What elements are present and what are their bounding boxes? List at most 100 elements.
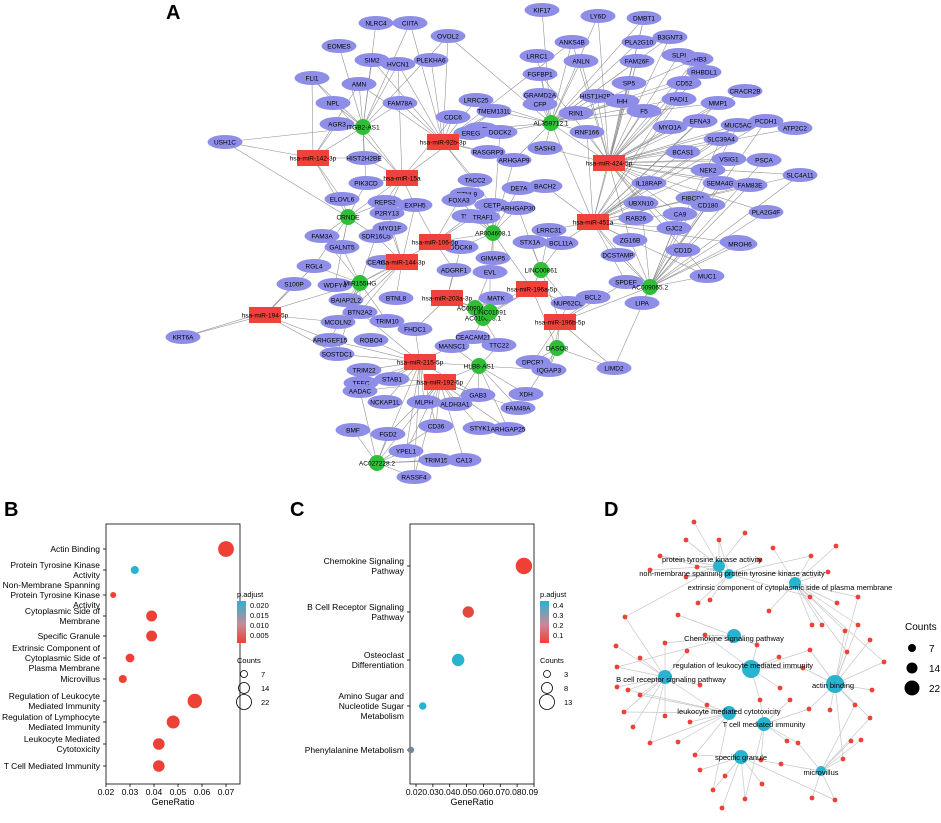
mrna-node-bcl2: BCL2 bbox=[575, 290, 611, 304]
dot-extrinsic-component-of-cytoplasmic-side-of-plasma-membrane bbox=[125, 653, 135, 663]
network-edge bbox=[797, 742, 822, 772]
gene-node bbox=[719, 805, 725, 811]
category-label-actin-binding: Actin Binding bbox=[50, 544, 100, 554]
term-label-regulation-of-leukocyte-mediated-immunity: regulation of leukocyte mediated immunit… bbox=[673, 661, 813, 670]
network-edge bbox=[728, 559, 761, 575]
mrna-label: MUC5AC bbox=[724, 122, 752, 129]
mrna-ellipse bbox=[380, 57, 416, 71]
network-edge bbox=[592, 221, 708, 277]
gene-node bbox=[778, 761, 784, 767]
mrna-ellipse bbox=[207, 135, 243, 149]
mrna-label: PIK3CD bbox=[354, 180, 378, 187]
mrna-node-pik3cd: PIK3CD bbox=[348, 176, 384, 190]
gene-node bbox=[647, 740, 653, 746]
panel-c-dotplot: 0.020.030.040.050.060.070.080.09 Chemoki… bbox=[305, 523, 572, 807]
mrna-label: FHDC1 bbox=[404, 326, 426, 333]
mrna-ellipse bbox=[732, 178, 768, 192]
mrna-label: CEACAM21 bbox=[455, 334, 490, 341]
mrna-node-rassf4: RASSF4 bbox=[396, 470, 432, 484]
mrna-node-stx1a: STX1A bbox=[512, 235, 548, 249]
term-node-specific-granule bbox=[734, 750, 748, 764]
mrna-node-wdfy4: WDFY4 bbox=[317, 278, 353, 292]
mrna-node-mmp1: MMP1 bbox=[700, 96, 736, 110]
size-legend-label: 7 bbox=[261, 670, 265, 679]
mrna-node-ly6d: LY6D bbox=[580, 9, 616, 23]
x-tick-label: 0.02 bbox=[98, 787, 115, 797]
mrna-node-psca: PSCA bbox=[746, 153, 782, 167]
mrna-ellipse bbox=[777, 121, 813, 135]
mirna-label: hsa-miR-196a-5p bbox=[507, 286, 558, 293]
mrna-node-mroh6: MROH6 bbox=[722, 237, 758, 251]
gene-node bbox=[758, 757, 764, 763]
lncrna-node-daso8: DASO8 bbox=[546, 340, 568, 356]
mrna-node-p2ry13: P2RY13 bbox=[369, 206, 405, 220]
mrna-node-trim22: TRIM22 bbox=[346, 363, 382, 377]
network-edges bbox=[182, 9, 801, 478]
lncrna-label: HLB8-AS1 bbox=[464, 363, 495, 370]
category-label-line: Chemokine Signaling bbox=[324, 556, 405, 566]
gene-node bbox=[662, 713, 668, 719]
mrna-ellipse bbox=[490, 422, 526, 436]
mrna-node-fam78a: FAM78A bbox=[382, 96, 418, 110]
category-label-line: Pathway bbox=[371, 566, 404, 576]
mrna-ellipse bbox=[370, 427, 406, 441]
network-edge bbox=[592, 98, 680, 223]
mrna-label: BACH2 bbox=[534, 183, 556, 190]
mrna-node-muc5ac: MUC5AC bbox=[720, 118, 756, 132]
mrna-ellipse bbox=[304, 229, 340, 243]
dot-phenylalanine-metabolism bbox=[407, 746, 415, 754]
mrna-ellipse bbox=[482, 125, 518, 139]
mrna-ellipse bbox=[612, 233, 648, 247]
mrna-ellipse bbox=[665, 243, 701, 257]
dot-osteoclast-differentiation bbox=[451, 653, 465, 667]
mrna-node-fam3a: FAM3A bbox=[304, 229, 340, 243]
mrna-label: DOCK2 bbox=[489, 129, 512, 136]
mrna-label: TRIM22 bbox=[352, 367, 376, 374]
gene-node bbox=[834, 600, 840, 606]
mrna-node-trim10: TRIM10 bbox=[369, 314, 405, 328]
network-edge bbox=[820, 740, 852, 772]
mrna-node-styk1: STYK1 bbox=[462, 421, 498, 435]
size-legend-label: 14 bbox=[261, 684, 269, 693]
term-label-non-membrane-spanning-protein-tyrosine-kinase-activity: non-membrane spanning protein tyrosine k… bbox=[639, 569, 825, 578]
network-edge bbox=[834, 624, 859, 685]
mrna-ellipse bbox=[703, 132, 739, 146]
mrna-label: SPDEF bbox=[615, 279, 637, 286]
mirna-node-hsa-mir-106-5p: hsa-miR-106-5p bbox=[412, 234, 459, 250]
colorbar bbox=[540, 601, 549, 643]
mrna-label: TTC22 bbox=[489, 342, 509, 349]
size-legend-circle bbox=[238, 682, 250, 694]
gene-node bbox=[844, 649, 850, 655]
mrna-ellipse bbox=[524, 3, 560, 17]
mrna-label: RNF166 bbox=[575, 129, 600, 136]
mrna-node-arhgap25: ARHGAP25 bbox=[490, 422, 526, 436]
mrna-node-arhgap9: ARHGAP9 bbox=[496, 153, 532, 167]
network-edge bbox=[820, 717, 871, 772]
network-edge bbox=[615, 645, 666, 678]
mrna-node-bach2: BACH2 bbox=[527, 179, 563, 193]
gene-node bbox=[759, 781, 765, 787]
mrna-label: ATP2C2 bbox=[783, 125, 807, 132]
mrna-ellipse bbox=[470, 145, 506, 159]
mrna-label: GAB3 bbox=[469, 392, 487, 399]
network-edge bbox=[794, 582, 813, 626]
mrna-ellipse bbox=[436, 263, 472, 277]
lncrna-node-linc00861: LINC00861 bbox=[525, 262, 558, 278]
network-edge bbox=[794, 582, 859, 626]
mrna-label: HVCN1 bbox=[387, 61, 409, 68]
mrna-node-ereg: EREG bbox=[453, 126, 489, 140]
mrna-ellipse bbox=[618, 211, 654, 225]
network-edge bbox=[728, 573, 811, 598]
x-tick-label: 0.03 bbox=[122, 787, 139, 797]
mrna-label: FAM78A bbox=[388, 100, 414, 107]
mrna-label: NLRC4 bbox=[365, 20, 387, 27]
network-edge bbox=[693, 521, 720, 567]
size-legend-circle bbox=[236, 694, 252, 710]
term-label-microvillus: microvillus bbox=[803, 768, 838, 777]
mrna-ellipse bbox=[690, 163, 726, 177]
colorbar-tick-label: 0.3 bbox=[553, 611, 563, 620]
mrna-ellipse bbox=[324, 192, 360, 206]
colorbar-tick-label: 0.4 bbox=[553, 601, 563, 610]
network-edge bbox=[442, 35, 449, 143]
mrna-ellipse bbox=[496, 153, 532, 167]
